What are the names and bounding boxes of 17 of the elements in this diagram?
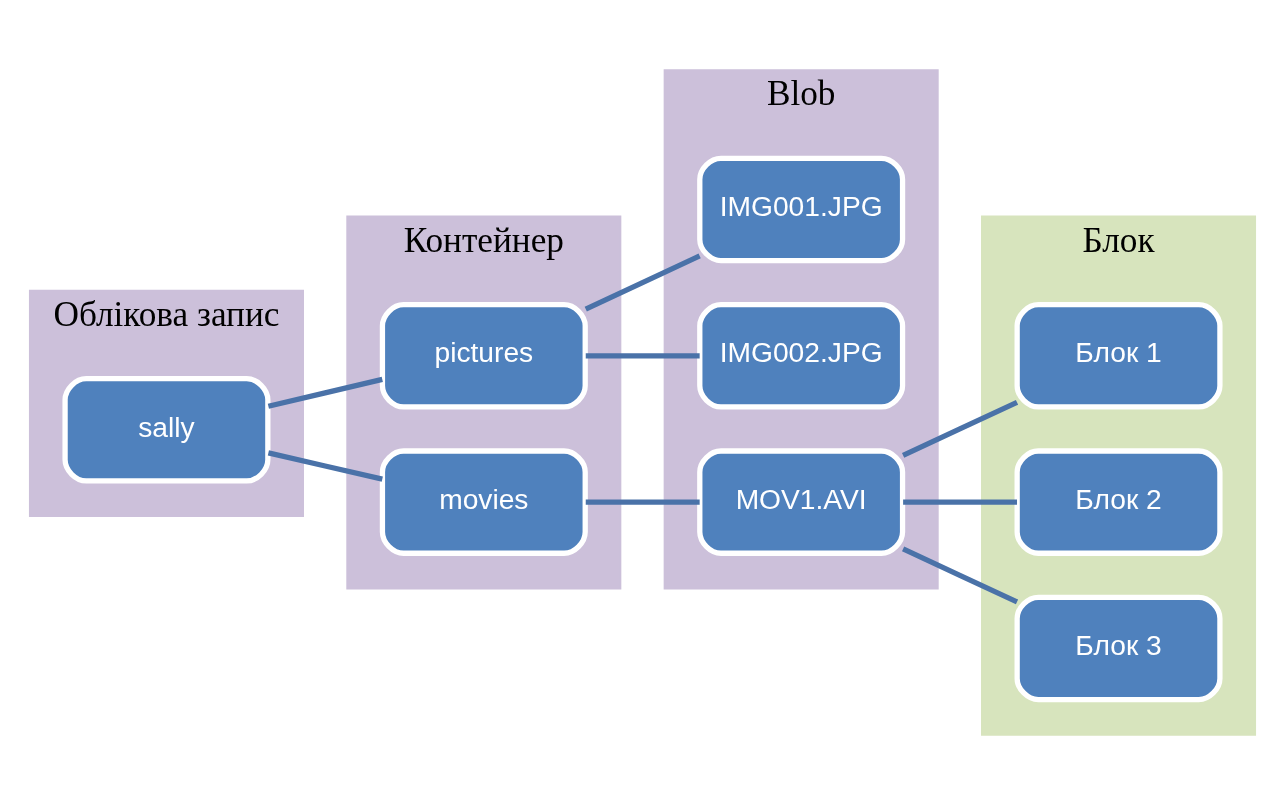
node-box: sally [62, 376, 271, 484]
node-box: pictures [379, 302, 588, 410]
connector [267, 376, 383, 409]
connector [903, 499, 1017, 505]
connector [902, 399, 1019, 458]
node-box: Блок 3 [1014, 594, 1223, 703]
connector [585, 499, 700, 505]
node-box: movies [379, 448, 588, 556]
connector [902, 546, 1019, 605]
connector [267, 450, 383, 482]
connector [585, 353, 700, 359]
connector [584, 253, 701, 312]
node-box: Блок 1 [1014, 302, 1223, 410]
node-box: IMG002.JPG [697, 302, 906, 410]
node-box: MOV1.AVI [697, 448, 906, 556]
node-box: IMG001.JPG [697, 155, 906, 264]
node-box: Блок 2 [1014, 448, 1223, 556]
